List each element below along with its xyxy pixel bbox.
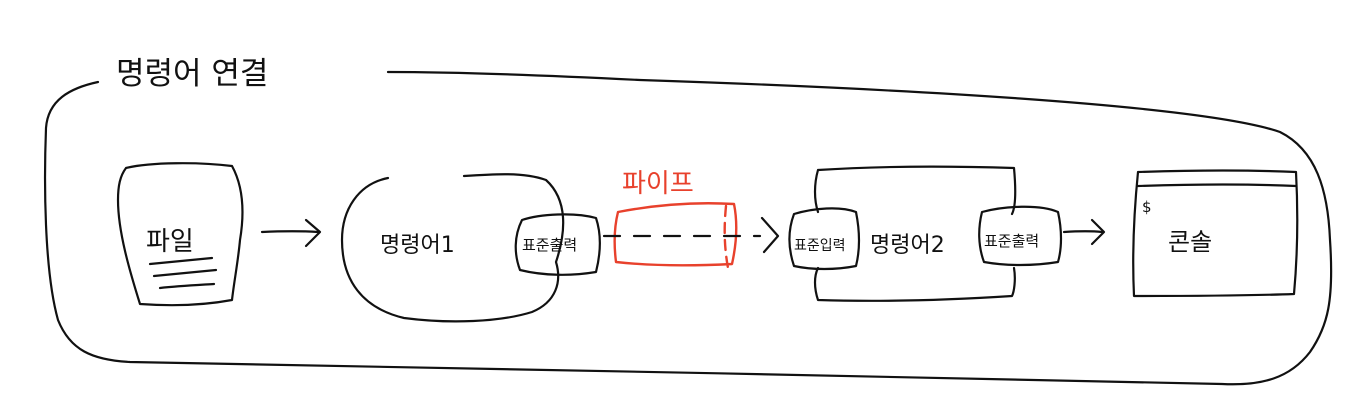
pipe-label: 파이프 [622, 169, 694, 199]
console-label: 콘솔 [1168, 228, 1212, 256]
arrow-stdout2-to-console [1062, 218, 1106, 246]
arrow-head [304, 218, 322, 248]
file-text-line-2 [152, 268, 218, 278]
console-window [1132, 169, 1299, 298]
console-title-bar [1136, 183, 1298, 188]
file-node: 파일 [116, 162, 244, 307]
command1-shape [340, 173, 565, 323]
arrow-shaft [1062, 230, 1104, 234]
stdin2-label: 표준입력 [794, 238, 846, 254]
arrow-file-to-command1 [260, 218, 322, 248]
stdout2-label: 표준출력 [984, 232, 1039, 250]
pipe-shape [613, 202, 738, 267]
console-prompt: $ [1142, 198, 1152, 216]
file-shape [116, 162, 244, 307]
stdin2-shape [788, 207, 861, 271]
console-node: $ 콘솔 [1132, 169, 1299, 298]
stdout1-shape [514, 213, 601, 276]
command1-node: 명령어1 [340, 173, 565, 323]
arrow-head [1090, 218, 1106, 246]
file-text-line-1 [148, 256, 214, 266]
arrow-pipe-to-stdin2 [760, 216, 780, 254]
outer-container [43, 70, 1333, 386]
stdin2-node: 표준입력 [788, 207, 861, 271]
pipe-node [602, 202, 762, 270]
stdout2-node: 표준출력 [978, 205, 1063, 267]
command2-label: 명령어2 [870, 233, 945, 258]
command2-node: 명령어2 [813, 165, 1017, 302]
file-text-line-3 [158, 282, 216, 290]
file-label: 파일 [146, 227, 194, 257]
stdout2-shape [978, 205, 1063, 267]
diagram-title: 명령어 연결 [116, 56, 268, 92]
stdout1-label: 표준출력 [522, 236, 577, 254]
stdout1-node: 표준출력 [514, 213, 601, 276]
arrow-head [760, 216, 780, 254]
pipe-end-mark [723, 204, 730, 270]
command1-label: 명령어1 [380, 233, 455, 258]
arrow-shaft [260, 230, 320, 234]
